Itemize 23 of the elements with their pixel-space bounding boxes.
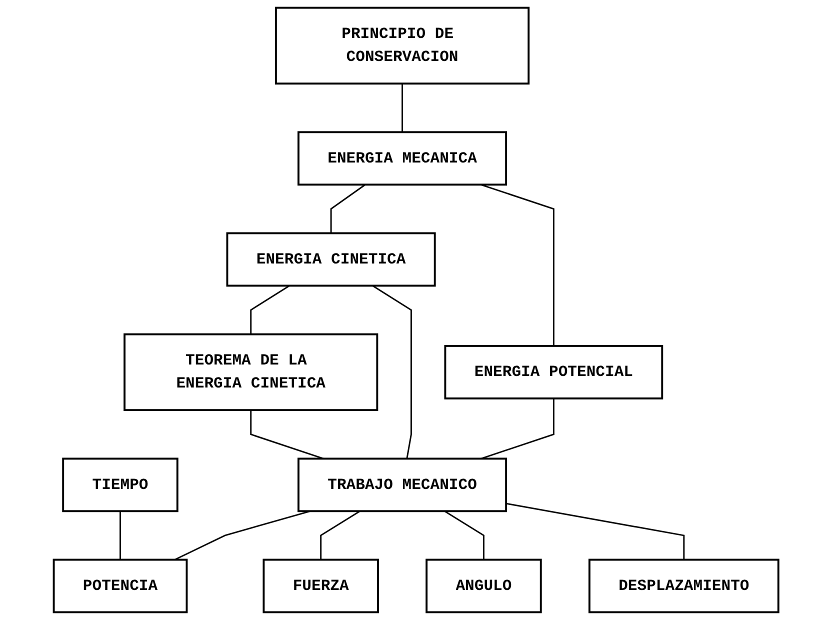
connector bbox=[119, 511, 121, 560]
node-box: TIEMPO bbox=[62, 458, 178, 512]
connector bbox=[320, 510, 360, 560]
connector bbox=[174, 510, 310, 560]
node-box: PRINCIPIO DE CONSERVACION bbox=[274, 6, 530, 85]
node-box: FUERZA bbox=[262, 558, 379, 614]
connector bbox=[506, 502, 685, 560]
connector bbox=[444, 510, 484, 560]
node-box: TRABAJO MECANICO bbox=[297, 458, 507, 512]
node-box: ANGULO bbox=[426, 558, 542, 614]
node-box: POTENCIA bbox=[52, 558, 188, 614]
connector bbox=[401, 84, 403, 132]
node-box: ENERGIA POTENCIAL bbox=[444, 344, 664, 400]
node-box: ENERGIA MECANICA bbox=[297, 131, 507, 186]
node-box: ENERGIA CINETICA bbox=[226, 232, 436, 287]
connector bbox=[250, 410, 324, 460]
connector bbox=[372, 285, 412, 459]
connector bbox=[330, 184, 366, 234]
node-box: TEOREMA DE LA ENERGIA CINETICA bbox=[123, 333, 378, 412]
node-box: DESPLAZAMIENTO bbox=[588, 558, 780, 614]
connector bbox=[480, 398, 554, 460]
connector bbox=[480, 184, 554, 346]
connector bbox=[250, 285, 290, 334]
